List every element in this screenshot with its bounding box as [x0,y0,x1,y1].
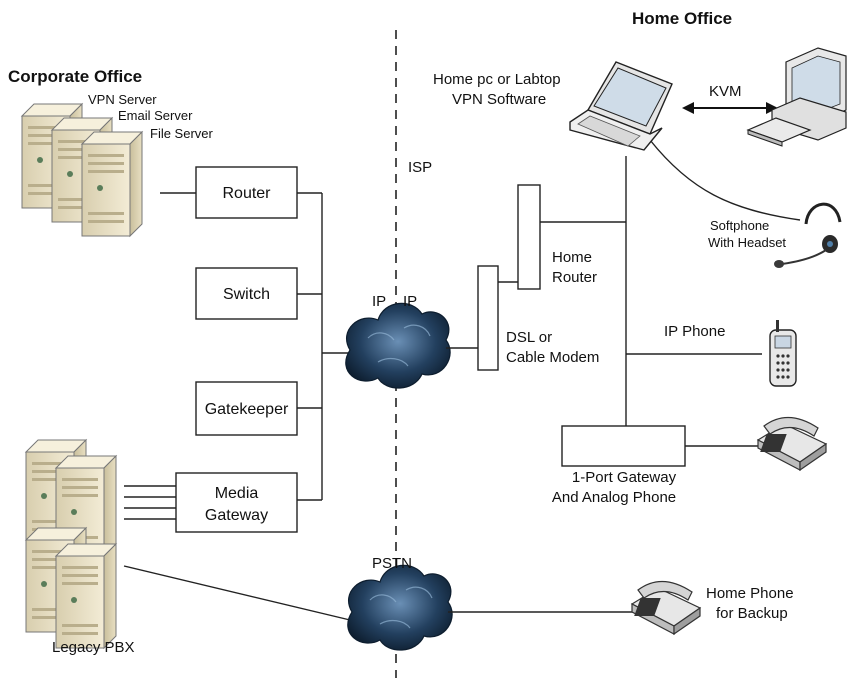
isp-label: ISP [408,159,432,176]
ip-cloud-icon [345,302,451,389]
corporate-wiring [123,192,351,621]
one-port-gateway-box [561,425,686,467]
home-router-label-line1: Home [552,249,592,266]
ip-right-label: IP [403,293,417,310]
switch-box [195,267,298,320]
gatekeeper-label: Gatekeeper [205,401,289,418]
home-wiring [446,139,801,613]
laptop-icon [569,61,673,151]
email-server-label: Email Server [118,108,193,123]
pstn-cloud-icon [347,564,453,651]
router-label: Router [222,185,271,202]
analog-phone-icon [757,416,827,471]
gateway-label-line2: And Analog Phone [552,489,676,506]
backup-phone-icon [631,580,701,635]
home-office-title: Home Office [632,9,732,28]
gateway-label-line1: 1-Port Gateway [572,469,677,486]
kvm-label: KVM [709,83,742,100]
ip-phone-label: IP Phone [664,323,725,340]
laptop-label-line2: VPN Software [452,91,546,108]
laptop-label-line1: Home pc or Labtop [433,71,561,88]
home-router-label-line2: Router [552,269,597,286]
home-phone-label-line2: for Backup [716,605,788,622]
modem-label-line1: DSL or [506,329,552,346]
legacy-pbx-label: Legacy PBX [52,639,135,656]
corporate-office-title: Corporate Office [8,67,142,86]
media-gateway-label-line2: Gateway [205,507,268,524]
file-server-label: File Server [150,126,214,141]
home-phone-label-line1: Home Phone [706,585,794,602]
desktop-pc-icon [746,47,847,147]
softphone-label-line1: Softphone [710,218,769,233]
modem-box [477,265,499,371]
legacy-pbx-icon [25,439,117,649]
ip-phone-icon [769,320,797,387]
server-cluster-icon [21,103,143,237]
modem-label-line2: Cable Modem [506,349,599,366]
kvm-double-arrow-icon [682,102,778,114]
media-gateway-label-line1: Media [215,485,259,502]
ip-left-label: IP [372,293,386,310]
switch-label: Switch [223,286,270,303]
media-gateway-box [175,472,298,533]
softphone-label-line2: With Headset [708,235,786,250]
home-router-box [517,184,541,290]
headset-icon [774,202,842,268]
pstn-label: PSTN [372,555,412,572]
vpn-server-label: VPN Server [88,92,157,107]
router-box [195,166,298,219]
